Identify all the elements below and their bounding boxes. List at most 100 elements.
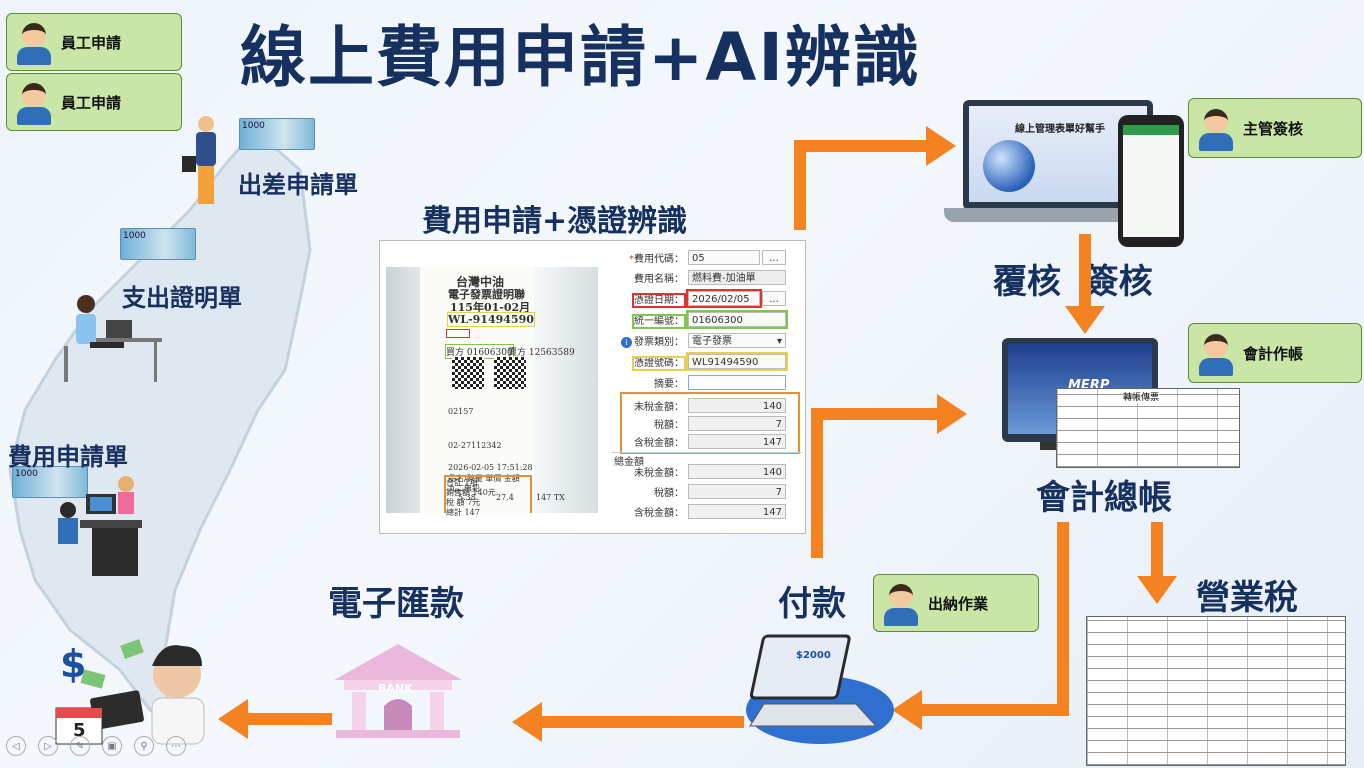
accounting-tag: 會計作帳 bbox=[1188, 323, 1362, 383]
chevron-down-icon: ▾ bbox=[776, 336, 782, 347]
arrow-head-left-2 bbox=[512, 702, 542, 742]
receipt-item: 九二無鉛 bbox=[448, 484, 480, 493]
tax-label: 稅額： bbox=[654, 420, 684, 431]
money-person-icon bbox=[55, 639, 205, 745]
total-tax-label: 稅額： bbox=[654, 488, 684, 499]
phone-icon bbox=[1118, 115, 1184, 247]
expense-form-label: 費用申請單 bbox=[8, 443, 128, 471]
manager-icon bbox=[1195, 105, 1237, 151]
pen-button[interactable]: ✎ bbox=[70, 736, 90, 756]
accounting-desk-icon bbox=[58, 476, 142, 576]
laptop-amount: $2000 bbox=[796, 650, 831, 661]
accountant-icon bbox=[1195, 330, 1237, 376]
date-picker-button[interactable]: ... bbox=[762, 291, 786, 306]
receipt-total4: 總計 147 bbox=[446, 508, 480, 517]
voucher-no-input[interactable]: WL91494590 bbox=[686, 352, 788, 371]
receipt-title: 電子發票證明聯 bbox=[448, 288, 525, 301]
date-label: 憑證日期： bbox=[632, 293, 686, 308]
taiwan-map bbox=[8, 127, 312, 723]
employee-apply-tag-2: 員工申請 bbox=[6, 73, 182, 131]
fee-code-lookup-button[interactable]: ... bbox=[762, 250, 786, 265]
info-icon: i bbox=[621, 337, 632, 348]
qr-code-left bbox=[452, 357, 484, 389]
total-taxed-label: 含稅金額： bbox=[634, 508, 684, 519]
untaxed-label: 未稅金額： bbox=[634, 402, 684, 413]
receipt-store: 台灣中油 bbox=[456, 275, 505, 289]
tax-field: 7 bbox=[688, 416, 786, 431]
traveler-icon bbox=[182, 116, 216, 204]
phone-header bbox=[1123, 125, 1179, 135]
date-input[interactable]: 2026/02/05 bbox=[686, 289, 762, 308]
ledger-document: 轉帳傳票 bbox=[1056, 388, 1240, 468]
receipt-qty: 5.38 bbox=[458, 493, 476, 502]
flow-arrow-to-person bbox=[246, 713, 332, 725]
receipt-total-highlight bbox=[444, 475, 532, 513]
monitor-base bbox=[944, 208, 1172, 222]
page-title: 線上費用申請+AI辨識 bbox=[240, 19, 921, 96]
amount-group-highlight bbox=[620, 392, 800, 454]
untaxed-field: 140 bbox=[688, 398, 786, 413]
globe-icon bbox=[983, 140, 1035, 192]
receipt-date: 2026-02-05 17:51:28 bbox=[448, 463, 533, 472]
zoom-button[interactable]: ⚲ bbox=[134, 736, 154, 756]
total-taxed-field: 147 bbox=[688, 504, 786, 519]
receipt-buyer: 買方 01606300 bbox=[445, 344, 514, 359]
arrow-head-right bbox=[926, 126, 956, 166]
total-tax-field: 7 bbox=[688, 484, 786, 499]
general-ledger-label: 會計總帳 bbox=[1036, 478, 1172, 518]
receipt-item-head: 品名/數量 單價 金額 bbox=[448, 474, 520, 483]
travel-form-label: 出差申請單 bbox=[238, 171, 358, 199]
more-button[interactable]: ⋯ bbox=[166, 736, 186, 756]
summary-input[interactable] bbox=[688, 375, 786, 390]
manager-sign-tag: 主管簽核 bbox=[1188, 98, 1362, 158]
employee-laptop-icon bbox=[13, 79, 55, 125]
receipt-amount: 147 TX bbox=[536, 493, 565, 502]
total-title: 總金額 bbox=[614, 457, 644, 468]
receipt-strip bbox=[420, 267, 534, 513]
expense-proof-label: 支出證明單 bbox=[122, 284, 242, 312]
banknote-icon: 1000 bbox=[239, 118, 315, 150]
receipt-number: WL-91494590 bbox=[447, 312, 535, 327]
bank-text: BANK bbox=[378, 682, 413, 695]
cashier-tag: 出納作業 bbox=[873, 574, 1039, 632]
total-untaxed-label: 未稅金額： bbox=[634, 468, 684, 479]
voucher-no-label: 憑證號碼： bbox=[632, 356, 686, 371]
tax-id-label: 統一編號： bbox=[632, 314, 686, 329]
taxed-field: 147 bbox=[688, 434, 786, 449]
panel-title: 費用申請+憑證辨識 bbox=[422, 204, 688, 239]
payment-laptop-icon bbox=[746, 634, 894, 744]
expense-form: *費用代碼： 05 ... 費用名稱： 燃料費-加油單 憑證日期： 2026/0… bbox=[612, 241, 804, 533]
receipt-date-highlight bbox=[446, 329, 470, 338]
receipt-seller: 賣方 12563589 bbox=[508, 348, 575, 358]
slides-button[interactable]: ▣ bbox=[102, 736, 122, 756]
fee-code-input[interactable]: 05 bbox=[688, 250, 760, 265]
receipt-photo: 台灣中油 電子發票證明聯 115年01-02月 WL-91494590 買方 0… bbox=[386, 267, 598, 513]
slide-controls: ◁ ▷ ✎ ▣ ⚲ ⋯ bbox=[6, 736, 186, 756]
approval-screen: 線上管理表單好幫手 bbox=[969, 106, 1147, 202]
next-slide-button[interactable]: ▷ bbox=[38, 736, 58, 756]
prev-slide-button[interactable]: ◁ bbox=[6, 736, 26, 756]
qr-code-right bbox=[494, 357, 526, 389]
employee-apply-tag-1: 員工申請 bbox=[6, 13, 182, 71]
business-tax-document bbox=[1086, 616, 1346, 766]
banknote-icon: 1000 bbox=[120, 228, 196, 260]
office-worker-icon bbox=[64, 295, 162, 382]
receipt-period: 115年01-02月 bbox=[450, 301, 531, 314]
total-divider bbox=[612, 452, 802, 453]
flow-arrow-up-h bbox=[794, 140, 928, 152]
flow-arrow-up bbox=[794, 140, 806, 230]
invoice-type-select[interactable]: 電子發票▾ bbox=[688, 333, 786, 348]
tax-id-input[interactable]: 01606300 bbox=[686, 310, 788, 329]
total-untaxed-field: 140 bbox=[688, 464, 786, 479]
review-sign-label: 覆核 簽核 bbox=[993, 262, 1153, 302]
banknote-icon: 1000 bbox=[12, 466, 88, 498]
fee-name-label: 費用名稱： bbox=[634, 274, 684, 285]
software-title: 線上管理表單好幫手 bbox=[1015, 124, 1105, 135]
receipt-price: 27.4 bbox=[496, 493, 514, 502]
arrow-head-left-1 bbox=[892, 690, 922, 730]
bank-icon bbox=[334, 644, 462, 738]
arrow-head-down-1 bbox=[1065, 306, 1105, 334]
business-tax-label: 營業稅 bbox=[1196, 578, 1298, 618]
receipt-total2: 銷售額 140元 bbox=[446, 488, 496, 497]
flow-arrow-payment-h bbox=[811, 408, 939, 420]
